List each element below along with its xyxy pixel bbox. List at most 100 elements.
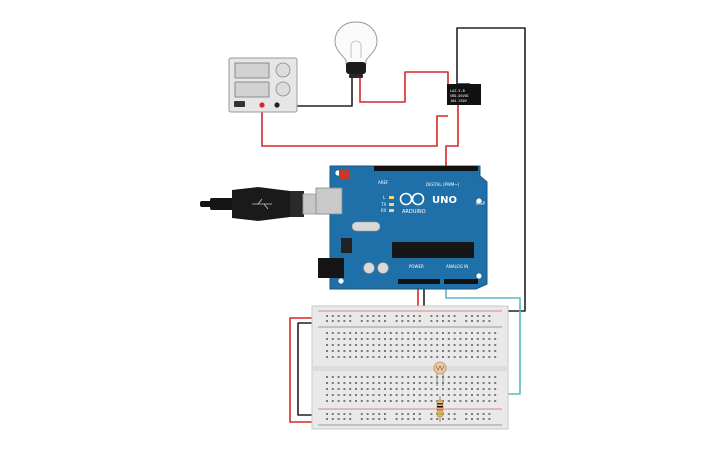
breadboard-hole[interactable] bbox=[395, 388, 398, 390]
breadboard-hole[interactable] bbox=[413, 338, 415, 340]
wire-lamp-to-relay[interactable] bbox=[359, 71, 449, 103]
breadboard-hole[interactable] bbox=[465, 418, 468, 420]
breadboard-hole[interactable] bbox=[384, 350, 386, 352]
breadboard-hole[interactable] bbox=[372, 350, 375, 352]
breadboard-hole[interactable] bbox=[459, 332, 462, 334]
breadboard-hole[interactable] bbox=[343, 413, 346, 415]
breadboard-hole[interactable] bbox=[337, 413, 340, 415]
breadboard-hole[interactable] bbox=[488, 413, 491, 415]
breadboard-hole[interactable] bbox=[471, 356, 473, 358]
breadboard-hole[interactable] bbox=[343, 376, 346, 378]
breadboard-hole[interactable] bbox=[331, 320, 334, 322]
breadboard-hole[interactable] bbox=[482, 344, 485, 346]
breadboard-hole[interactable] bbox=[494, 394, 497, 396]
breadboard-hole[interactable] bbox=[378, 388, 381, 390]
breadboard-hole[interactable] bbox=[366, 356, 369, 358]
breadboard-hole[interactable] bbox=[453, 350, 456, 352]
reset-button[interactable] bbox=[339, 170, 350, 180]
breadboard-hole[interactable] bbox=[401, 418, 404, 420]
breadboard-hole[interactable] bbox=[349, 413, 352, 415]
breadboard-hole[interactable] bbox=[337, 388, 340, 390]
breadboard-hole[interactable] bbox=[418, 394, 421, 396]
breadboard-hole[interactable] bbox=[482, 413, 485, 415]
breadboard-hole[interactable] bbox=[337, 356, 340, 358]
breadboard-hole[interactable] bbox=[337, 338, 340, 340]
breadboard-hole[interactable] bbox=[447, 400, 450, 402]
breadboard-hole[interactable] bbox=[476, 400, 479, 402]
breadboard-hole[interactable] bbox=[326, 388, 328, 390]
breadboard-hole[interactable] bbox=[447, 315, 450, 317]
breadboard-hole[interactable] bbox=[360, 418, 363, 420]
breadboard-hole[interactable] bbox=[360, 356, 363, 358]
breadboard-hole[interactable] bbox=[395, 376, 398, 378]
breadboard-hole[interactable] bbox=[389, 344, 392, 346]
breadboard-hole[interactable] bbox=[407, 332, 410, 334]
breadboard-hole[interactable] bbox=[337, 332, 340, 334]
breadboard-hole[interactable] bbox=[442, 394, 444, 396]
breadboard-hole[interactable] bbox=[360, 338, 363, 340]
breadboard-hole[interactable] bbox=[326, 418, 328, 420]
breadboard-hole[interactable] bbox=[407, 388, 410, 390]
breadboard-hole[interactable] bbox=[389, 376, 392, 378]
terminal-negative[interactable] bbox=[259, 102, 265, 108]
breadboard-hole[interactable] bbox=[453, 356, 456, 358]
breadboard-hole[interactable] bbox=[488, 376, 491, 378]
breadboard-hole[interactable] bbox=[494, 388, 497, 390]
breadboard-hole[interactable] bbox=[407, 320, 410, 322]
breadboard-hole[interactable] bbox=[413, 418, 415, 420]
breadboard-hole[interactable] bbox=[471, 344, 473, 346]
breadboard-hole[interactable] bbox=[430, 382, 433, 384]
breadboard-hole[interactable] bbox=[366, 418, 369, 420]
breadboard-hole[interactable] bbox=[355, 388, 357, 390]
breadboard-hole[interactable] bbox=[326, 400, 328, 402]
breadboard-hole[interactable] bbox=[418, 350, 421, 352]
breadboard-hole[interactable] bbox=[471, 376, 473, 378]
breadboard-hole[interactable] bbox=[453, 388, 456, 390]
breadboard-hole[interactable] bbox=[331, 356, 334, 358]
breadboard-hole[interactable] bbox=[482, 338, 485, 340]
breadboard-hole[interactable] bbox=[442, 332, 444, 334]
breadboard-hole[interactable] bbox=[389, 356, 392, 358]
breadboard-hole[interactable] bbox=[494, 356, 497, 358]
breadboard-hole[interactable] bbox=[424, 388, 427, 390]
photoresistor-icon[interactable] bbox=[433, 361, 447, 386]
breadboard-hole[interactable] bbox=[343, 356, 346, 358]
breadboard-hole[interactable] bbox=[488, 418, 491, 420]
breadboard-hole[interactable] bbox=[418, 413, 421, 415]
breadboard-hole[interactable] bbox=[326, 344, 328, 346]
breadboard-hole[interactable] bbox=[424, 338, 427, 340]
breadboard-hole[interactable] bbox=[459, 350, 462, 352]
breadboard-hole[interactable] bbox=[407, 394, 410, 396]
breadboard-hole[interactable] bbox=[465, 338, 468, 340]
breadboard-hole[interactable] bbox=[413, 315, 415, 317]
breadboard-hole[interactable] bbox=[471, 388, 473, 390]
breadboard-hole[interactable] bbox=[465, 320, 468, 322]
arduino-uno-board[interactable]: DIGITAL (PWM~) AREF L TX RX UNO ARDUINO … bbox=[315, 165, 488, 290]
breadboard-hole[interactable] bbox=[459, 376, 462, 378]
analog-header[interactable] bbox=[444, 279, 478, 284]
breadboard-hole[interactable] bbox=[436, 344, 439, 346]
breadboard-hole[interactable] bbox=[366, 376, 369, 378]
breadboard-hole[interactable] bbox=[482, 376, 485, 378]
breadboard-hole[interactable] bbox=[360, 344, 363, 346]
breadboard-hole[interactable] bbox=[476, 344, 479, 346]
power-supply-icon[interactable] bbox=[228, 57, 298, 113]
breadboard-hole[interactable] bbox=[343, 394, 346, 396]
breadboard-hole[interactable] bbox=[331, 376, 334, 378]
breadboard-hole[interactable] bbox=[343, 338, 346, 340]
breadboard-hole[interactable] bbox=[360, 315, 363, 317]
breadboard-hole[interactable] bbox=[372, 315, 375, 317]
breadboard-hole[interactable] bbox=[337, 400, 340, 402]
breadboard-hole[interactable] bbox=[366, 332, 369, 334]
current-knob[interactable] bbox=[275, 81, 291, 97]
breadboard-hole[interactable] bbox=[482, 388, 485, 390]
breadboard-hole[interactable] bbox=[355, 350, 357, 352]
breadboard-hole[interactable] bbox=[326, 376, 328, 378]
breadboard-hole[interactable] bbox=[488, 356, 491, 358]
breadboard-hole[interactable] bbox=[378, 382, 381, 384]
breadboard-hole[interactable] bbox=[355, 394, 357, 396]
breadboard-hole[interactable] bbox=[413, 400, 415, 402]
breadboard-hole[interactable] bbox=[343, 400, 346, 402]
breadboard-hole[interactable] bbox=[360, 332, 363, 334]
breadboard-hole[interactable] bbox=[378, 394, 381, 396]
